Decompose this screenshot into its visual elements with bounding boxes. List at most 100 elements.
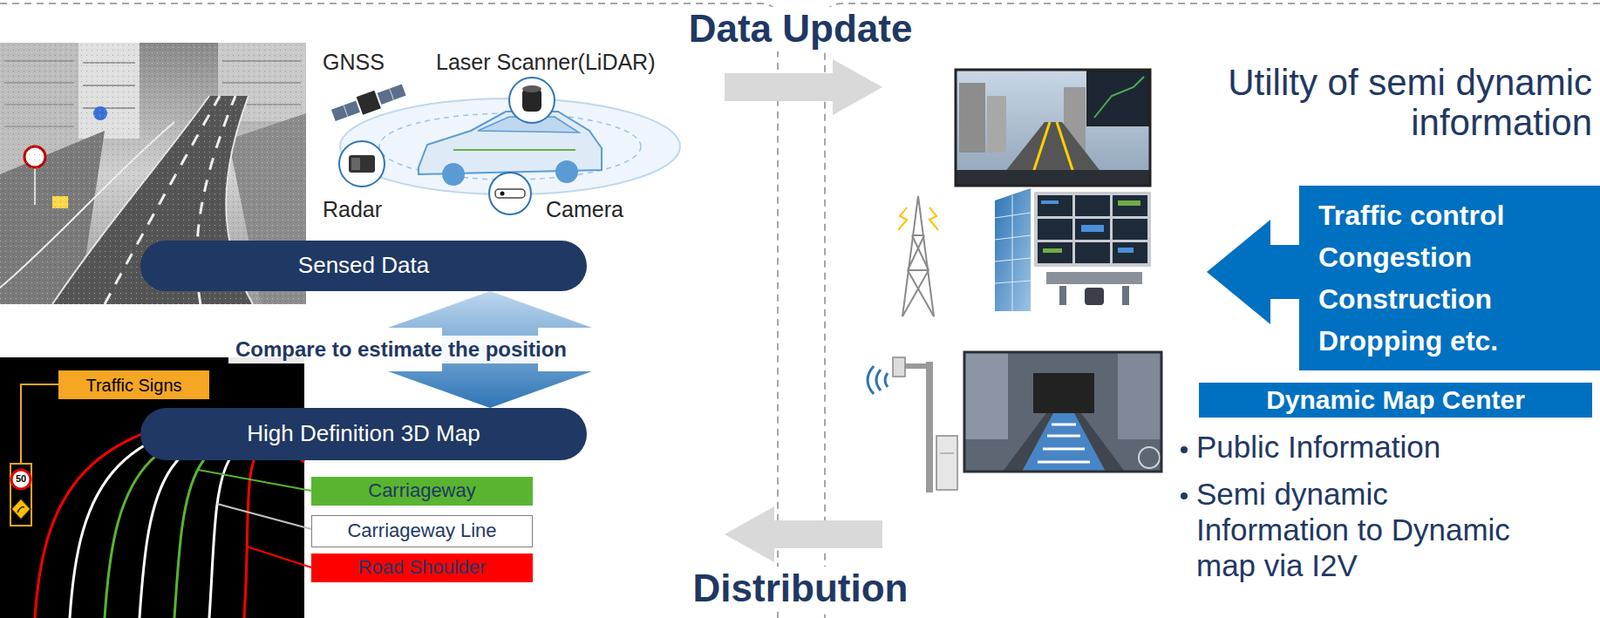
node-text: Traffic control Congestion Construction … bbox=[1318, 194, 1554, 362]
illustration-part bbox=[955, 69, 1151, 186]
illustration-part bbox=[964, 352, 1008, 440]
sensed-data-bar: Sensed Data bbox=[140, 240, 587, 292]
illustration-part bbox=[1112, 218, 1148, 240]
illustration-part bbox=[1075, 195, 1110, 217]
illustration-part bbox=[1117, 247, 1134, 253]
connector-label: Compare to estimate the position bbox=[228, 335, 574, 365]
illustration-part bbox=[1047, 435, 1081, 438]
illustration-part bbox=[0, 3, 778, 618]
illustration-part bbox=[495, 189, 525, 198]
dynamic-map-center-bar: Dynamic Map Center bbox=[1198, 382, 1593, 418]
speed-sign-number: 50 bbox=[10, 474, 32, 484]
illustration-part bbox=[1037, 218, 1073, 240]
illustration-part bbox=[10, 463, 32, 526]
illustration-part bbox=[1041, 200, 1059, 205]
illustration-part bbox=[907, 270, 934, 317]
illustration-part bbox=[1117, 200, 1141, 206]
hd-map-bar: High Definition 3D Map bbox=[140, 408, 587, 461]
illustration-part bbox=[1094, 76, 1144, 118]
node-text: Traffic Signs bbox=[85, 374, 182, 396]
sensor-label: GNSS bbox=[322, 49, 385, 75]
illustration-part bbox=[11, 498, 31, 520]
illustration-part bbox=[902, 270, 929, 317]
illustration-part bbox=[1037, 461, 1090, 464]
illustration-part bbox=[1033, 373, 1095, 414]
illustration-part bbox=[867, 366, 874, 395]
illustration-part bbox=[1059, 285, 1067, 306]
illustration-part bbox=[964, 352, 1162, 472]
illustration-part bbox=[955, 170, 1151, 186]
illustration-part bbox=[964, 352, 1162, 472]
illustration-part bbox=[892, 357, 906, 377]
bullet-text: Public Information bbox=[1196, 429, 1441, 465]
illustration-part bbox=[987, 95, 1007, 153]
node-text: Sensed Data bbox=[298, 251, 429, 280]
road-shoulder-tag: Road Shoulder bbox=[311, 553, 533, 583]
bullet-text: Semi dynamic Information to Dynamic map … bbox=[1196, 476, 1526, 584]
illustration-part bbox=[356, 90, 382, 116]
bullet-dot bbox=[1180, 446, 1188, 454]
illustration-part bbox=[1037, 195, 1148, 264]
legend-leader-line bbox=[197, 469, 312, 568]
illustration-part bbox=[1037, 242, 1073, 264]
illustration-part bbox=[1042, 200, 1141, 253]
illustration-part bbox=[1046, 272, 1143, 285]
illustration-part bbox=[907, 269, 929, 272]
illustration-part bbox=[1075, 242, 1110, 264]
illustration-part bbox=[343, 105, 348, 117]
illustration-part bbox=[1117, 352, 1162, 440]
illustration-part bbox=[377, 83, 407, 104]
illustration-part bbox=[1037, 424, 1090, 463]
illustration-part bbox=[955, 69, 1151, 186]
sensor-car-illustration bbox=[330, 77, 681, 215]
illustration-part bbox=[522, 85, 542, 93]
illustration-part bbox=[885, 373, 888, 388]
illustration-part bbox=[1112, 195, 1148, 217]
illustration-part bbox=[351, 157, 361, 171]
illustration-part bbox=[0, 357, 305, 618]
illustration-part bbox=[489, 172, 532, 215]
bullet-dot bbox=[1180, 492, 1188, 500]
illustration-part bbox=[939, 453, 954, 455]
sensor-label: Laser Scanner(LiDAR) bbox=[435, 49, 656, 75]
illustration-part bbox=[1122, 285, 1130, 306]
illustration-part bbox=[331, 101, 361, 122]
illustration-part bbox=[907, 235, 925, 271]
illustration-part bbox=[1051, 423, 1076, 427]
driving-screen-image bbox=[955, 69, 1151, 186]
node-text: Carriageway Line bbox=[347, 519, 497, 543]
illustration-part bbox=[1075, 218, 1110, 240]
info-arrow-head bbox=[1206, 219, 1301, 325]
flow-heading: Data Update bbox=[681, 6, 920, 52]
sensor-label: Camera bbox=[545, 197, 624, 223]
roadside-unit-icon bbox=[867, 357, 958, 493]
illustration-part bbox=[1034, 191, 1151, 267]
illustration-part bbox=[246, 546, 312, 568]
illustration-part bbox=[453, 149, 576, 151]
illustration-part bbox=[1042, 248, 1063, 253]
illustration-part bbox=[824, 3, 1600, 618]
illustration-part bbox=[442, 163, 465, 186]
illustration-part bbox=[1138, 447, 1160, 469]
illustration-part bbox=[1042, 448, 1085, 451]
node-text: High Definition 3D Map bbox=[246, 420, 480, 448]
illustration-part bbox=[1081, 224, 1104, 232]
node-text: Road Shoulder bbox=[358, 556, 487, 579]
data-update-arrow bbox=[724, 59, 883, 116]
illustration-part bbox=[500, 191, 505, 197]
illustration-part bbox=[902, 196, 919, 317]
illustration-part bbox=[555, 160, 579, 184]
illustration-part bbox=[925, 361, 933, 493]
illustration-part bbox=[244, 445, 305, 618]
illustration-part bbox=[330, 81, 408, 125]
semi-dynamic-info-box: Traffic control Congestion Construction … bbox=[1299, 185, 1600, 371]
illustration-part bbox=[994, 188, 1031, 312]
illustration-part bbox=[174, 435, 305, 618]
illustration-part bbox=[1012, 195, 1014, 312]
illustration-part bbox=[348, 155, 375, 173]
illustration-part bbox=[1021, 413, 1106, 472]
node-text: Dynamic Map Center bbox=[1266, 384, 1526, 416]
illustration-part bbox=[509, 77, 555, 123]
illustration-part bbox=[11, 469, 31, 490]
illustration-part bbox=[912, 235, 929, 271]
